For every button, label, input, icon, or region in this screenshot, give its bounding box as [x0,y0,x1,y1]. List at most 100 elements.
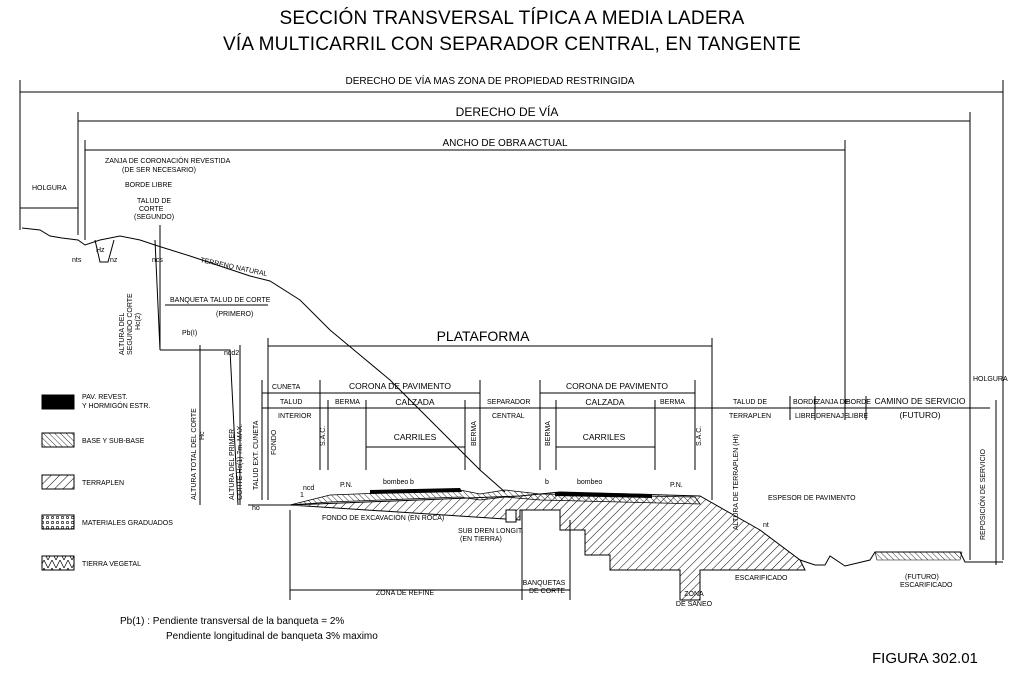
borde-libre-top-label: BORDE LIBRE [125,182,172,189]
b-right-label: b [545,479,549,486]
camino-servicio-label1: CAMINO DE SERVICIO [875,396,966,406]
altura-total-label1: ALTURA TOTAL DEL CORTE [191,408,198,500]
legend-pav-label2: Y HORMIGÓN ESTR. [82,401,150,410]
pn-right-label: P.N. [670,482,683,489]
legend: PAV. REVEST. Y HORMIGÓN ESTR. BASE Y SUB… [41,394,173,571]
futuro-escarificado-label1: (FUTURO) [905,574,939,581]
banquetas-corte-label1: BANQUETAS [523,580,566,587]
road-body [248,488,1003,601]
banqueta-label: BANQUETA [170,297,208,304]
altura-terraplen-label: ALTURA DE TERRAPLEN (Ht) [733,434,740,530]
zanja-coronacion-label1: ZANJA DE CORONACIÓN REVESTIDA [105,156,231,165]
altura-segundo-label1: ALTURA DEL [119,313,126,355]
berma-r2-label: BERMA [660,399,685,406]
berma-l2-label: BERMA [471,421,478,446]
fondo-label: FONDO [271,429,278,455]
legend-pav-label1: PAV. REVEST. [82,394,127,401]
zanja-drenaje-label1: ZANJA DE [816,399,850,406]
escarificado-label: ESCARIFICADO [735,575,788,582]
carriles-l-label: CARRILES [394,432,437,442]
borde-libre-r-label4: LIBRE [848,413,869,420]
ncd2-label: ncd2 [224,350,239,357]
note-line1: Pb(1) : Pendiente transversal de la banq… [120,616,345,627]
sub-dren-label1: SUB DREN LONGIT. [458,528,523,535]
holgura-right-label: HOLGURA [973,376,1008,383]
talud-interior-label2: INTERIOR [278,413,311,420]
b-left-label: b [410,479,414,486]
dimension-labels: DERECHO DE VÍA MAS ZONA DE PROPIEDAD RES… [32,74,1008,608]
plataforma-label: PLATAFORMA [437,328,530,344]
futuro-escarificado-label2: ESCARIFICADO [900,582,953,589]
zona-saneo-label2: DE SANEO [676,601,713,608]
nz-label: nz [110,257,118,264]
dimension-lines [19,80,1004,600]
zanja-drenaje-label2: DRENAJE [816,413,849,420]
talud-interior-label1: TALUD [280,399,302,406]
derecho-via-label: DERECHO DE VÍA [456,104,559,119]
ncd-label: ncd [303,485,314,492]
calzada-l-label: CALZADA [395,397,435,407]
legend-base-label: BASE Y SUB-BASE [82,438,145,445]
notes: Pb(1) : Pendiente transversal de la banq… [120,614,378,644]
talud-corte1-label1: TALUD DE CORTE [210,297,271,304]
ncd-one-label: 1 [300,492,304,499]
pn-left-label: P.N. [340,482,353,489]
talud-corte2-label1: TALUD DE [137,198,171,205]
berma-l1-label: BERMA [335,399,360,406]
camino-servicio-label2: (FUTURO) [899,410,940,420]
legend-tierra-label: TIERRA VEGETAL [82,561,141,568]
calzada-r-label: CALZADA [585,397,625,407]
nt-label: nt [763,522,769,529]
zona-refine-label: ZONA DE REFINE [376,590,435,597]
talud-corte2-label2: CORTE [139,206,164,213]
borde-libre-r-label2: LIBRE [795,413,816,420]
talud-ext-cuneta-label: TALUD EXT. CUNETA [253,420,260,490]
banquetas-corte-label2: DE CORTE [529,588,565,595]
altura-segundo-label2: SEGUNDO CORTE [127,293,134,355]
carriles-r-label: CARRILES [583,432,626,442]
espesor-pavimento-label: ESPESOR DE PAVIMENTO [768,495,856,502]
bombeo-r-label: bombeo [577,479,602,486]
separador-label1: SEPARADOR [487,399,530,406]
ancho-obra-label: ANCHO DE OBRA ACTUAL [442,138,567,149]
derecho-zona-label: DERECHO DE VÍA MAS ZONA DE PROPIEDAD RES… [346,74,635,87]
nts-label: nts [72,257,82,264]
fondo-excavacion-label: FONDO DE EXCAVACIÓN (EN ROCA) [322,513,444,522]
ho-label: ho [252,505,260,512]
borde-libre-r-label3: BORDE [846,399,871,406]
reposicion-servicio-label: REPOSICIÓN DE SERVICIO [978,449,987,540]
terrain-natural [21,227,506,506]
legend-materiales-label: MATERIALES GRADUADOS [82,520,173,527]
talud-terraplen-label1: TALUD DE [733,399,767,406]
diagram-title-line1: SECCIÓN TRANSVERSAL TÍPICA A MEDIA LADER… [279,8,745,29]
zanja-coronacion-label2: (DE SER NECESARIO) [122,167,196,174]
talud-corte1-label2: (PRIMERO) [216,311,253,318]
diagram-title-line2: VÍA MULTICARRIL CON SEPARADOR CENTRAL, E… [223,34,801,55]
borde-libre-r-label1: BORDE [793,399,818,406]
separador-label2: CENTRAL [492,413,525,420]
talud-terraplen-label2: TERRAPLEN [729,413,771,420]
altura-primer-label2: CORTE Hc(1) 7m. MAX. [237,424,244,500]
pb-label: Pb(I) [182,330,197,337]
altura-total-label2: Hc [199,431,206,440]
altura-segundo-label3: Hc(2) [135,313,142,330]
figure-number: FIGURA 302.01 [872,650,978,667]
sac-left-label: S.A.C. [320,426,327,446]
corona-left-label: CORONA DE PAVIMENTO [349,381,451,391]
terreno-natural-label: TERRENO NATURAL [200,257,268,278]
talud-corte2-label3: (SEGUNDO) [134,214,174,221]
corona-right-label: CORONA DE PAVIMENTO [566,381,668,391]
berma-r1-label: BERMA [545,421,552,446]
cuneta-label: CUNETA [272,384,301,391]
legend-terraplen-label: TERRAPLEN [82,480,124,487]
sub-dren-label2: (EN TIERRA) [460,536,502,543]
hz-label: Hz [96,247,105,254]
altura-primer-label1: ALTURA DEL PRIMER [229,429,236,500]
ncs-label: ncs [152,257,163,264]
holgura-left-label: HOLGURA [32,185,67,192]
note-line2: Pendiente longitudinal de banqueta 3% ma… [166,631,378,642]
sac-right-label: S.A.C. [696,426,703,446]
zona-saneo-label1: ZONA [684,591,704,598]
bombeo-l-label: bombeo [383,479,408,486]
